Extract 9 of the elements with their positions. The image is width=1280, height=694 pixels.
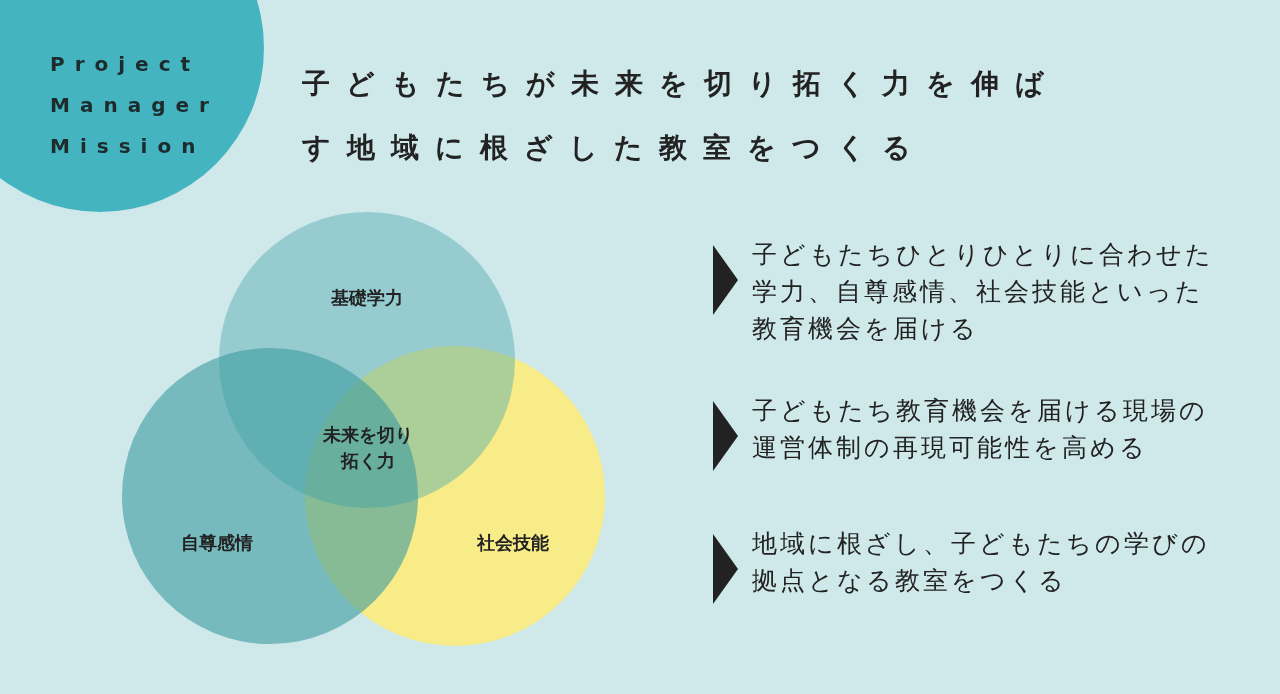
circle-label: 社会技能 [477,531,549,555]
title: 子どもたちが未来を切り拓く力を伸ばす地域に根ざした教室をつくる [302,66,1061,166]
bullet-text: 地域に根ざし、子どもたちの学びの拠点となる教室をつくる [752,528,1211,597]
circle-label: 基礎学力 [331,286,403,310]
centre-label: 未来を切り拓く力 [322,423,414,473]
bullet-text: 子どもたちひとりひとりに合わせた学力、自尊感情、社会技能といった教育機会を届ける [752,239,1215,345]
bullet-text: 子どもたち教育機会を届ける現場の運営体制の再現可能性を高める [752,395,1209,464]
circle-label: 自尊感情 [181,531,253,555]
mission-heading: Project Manager Mission [50,51,220,160]
